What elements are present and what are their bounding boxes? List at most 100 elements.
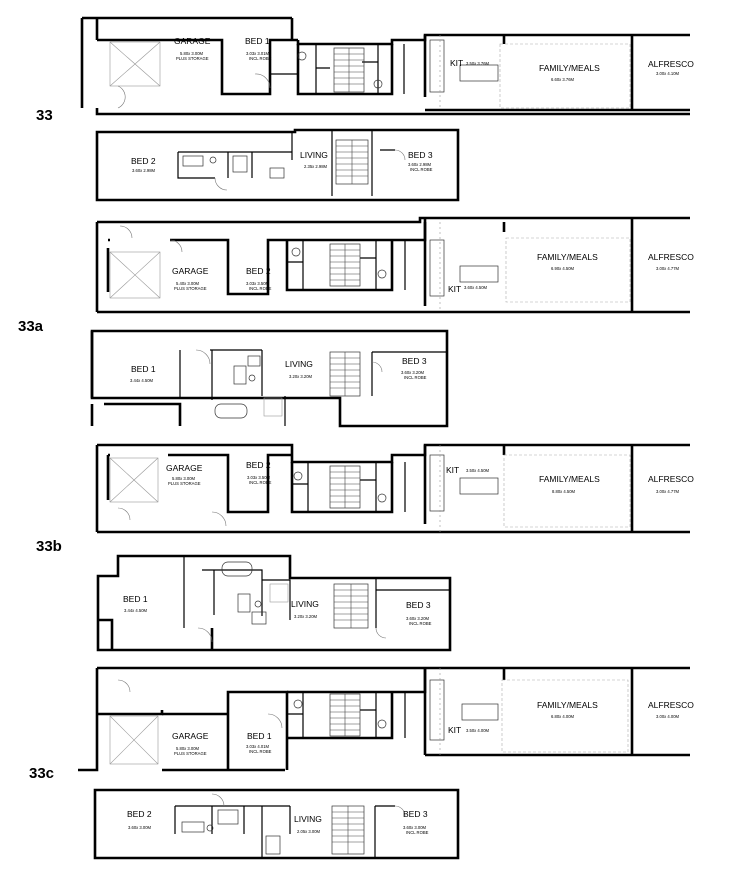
stairs xyxy=(331,805,365,855)
bed-right-dim: 3.60x 3.20M xyxy=(406,616,430,621)
bed-label: BED 2 xyxy=(246,460,271,470)
bed-left-dim: 3.44x 4.50M xyxy=(130,378,154,383)
garage-label: GARAGE xyxy=(174,36,211,46)
plan-33b: 33b GAR xyxy=(36,443,694,652)
ground-floor xyxy=(80,16,690,116)
family-dim: 6.80x 4.00M xyxy=(551,714,575,719)
alfresco-dim: 3.00x 4.77M xyxy=(656,489,680,494)
ground-floor xyxy=(78,666,690,772)
alfresco-dim: 3.00x 4.77M xyxy=(656,266,680,271)
bed-dim: 3.03x 4.01M xyxy=(246,744,270,749)
bed-dim2: INCL ROBE xyxy=(249,749,272,754)
upper-floor xyxy=(96,554,452,652)
upper-floor xyxy=(90,329,449,428)
garage-dim: 5.40x 3.00M xyxy=(176,281,200,286)
bed-dim: 3.03x 3.50M xyxy=(246,281,270,286)
alfresco-dim: 3.00x 4.10M xyxy=(656,71,680,76)
bed-left-label: BED 1 xyxy=(123,594,148,604)
bed-dim: 3.03x 3.50M xyxy=(247,475,271,480)
family-label: FAMILY/MEALS xyxy=(537,252,598,262)
bed-dim2: INCL ROBE xyxy=(249,56,272,61)
bed-right-label: BED 3 xyxy=(402,356,427,366)
bed-right-dim: 3.60x 3.20M xyxy=(401,370,425,375)
bed-left-label: BED 2 xyxy=(127,809,152,819)
bed-right-label: BED 3 xyxy=(403,809,428,819)
kit-label: KIT xyxy=(448,284,461,294)
bed-dim2: INCL ROBE xyxy=(249,286,272,291)
kit-dim: 3.50x 4.00M xyxy=(466,728,490,733)
family-label: FAMILY/MEALS xyxy=(539,474,600,484)
bed-label: BED 1 xyxy=(247,731,272,741)
living-label: LIVING xyxy=(285,359,313,369)
bed-left-label: BED 1 xyxy=(131,364,156,374)
plan-label: 33b xyxy=(36,538,62,555)
plan-33a: 33a GARAGE xyxy=(18,216,694,428)
bed-left-dim: 3.60x 2.98M xyxy=(132,168,156,173)
family-dim: 8.80x 4.50M xyxy=(552,489,576,494)
family-label: FAMILY/MEALS xyxy=(539,63,600,73)
family-label: FAMILY/MEALS xyxy=(537,700,598,710)
bed-dim2: INCL ROBE xyxy=(249,480,272,485)
bed-right-dim2: INCL ROBE xyxy=(409,621,432,626)
bed-right-dim2: INCL ROBE xyxy=(404,375,427,380)
living-dim: 2.35x 2.98M xyxy=(304,164,328,169)
bed-right-label: BED 3 xyxy=(406,600,431,610)
bed-left-label: BED 2 xyxy=(131,156,156,166)
stairs xyxy=(333,47,365,93)
upper-floor xyxy=(95,128,460,202)
kit-dim: 3.60x 4.50M xyxy=(464,285,488,290)
bed-label: BED 2 xyxy=(246,266,271,276)
bed-left-dim: 3.60x 3.00M xyxy=(128,825,152,830)
stairs xyxy=(329,465,361,509)
garage-dim: 5.80x 3.00M xyxy=(176,746,200,751)
living-dim: 2.05x 3.00M xyxy=(297,829,321,834)
living-dim: 3.20x 3.20M xyxy=(289,374,313,379)
living-label: LIVING xyxy=(291,599,319,609)
kit-label: KIT xyxy=(448,725,461,735)
family-dim: 6.60x 3.76M xyxy=(551,77,575,82)
living-label: LIVING xyxy=(300,150,328,160)
living-dim: 3.20x 3.20M xyxy=(294,614,318,619)
garage-label: GARAGE xyxy=(172,266,209,276)
plan-label: 33 xyxy=(36,107,53,124)
garage-label: GARAGE xyxy=(172,731,209,741)
living-label: LIVING xyxy=(294,814,322,824)
bed-right-label: BED 3 xyxy=(408,150,433,160)
upper-floor xyxy=(93,788,460,860)
family-dim: 6.90x 4.50M xyxy=(551,266,575,271)
bed-right-dim2: INCL ROBE xyxy=(406,830,429,835)
bed-right-dim: 3.60x 3.00M xyxy=(403,825,427,830)
ground-floor xyxy=(95,443,690,534)
alfresco-label: ALFRESCO xyxy=(648,474,694,484)
stairs xyxy=(329,243,361,287)
stairs xyxy=(329,351,361,397)
plan-33: 33 xyxy=(36,16,694,202)
alfresco-dim: 3.00x 4.00M xyxy=(656,714,680,719)
alfresco-label: ALFRESCO xyxy=(648,252,694,262)
stairs xyxy=(335,139,369,185)
kit-dim: 3.50x 4.50M xyxy=(466,468,490,473)
ground-floor xyxy=(95,216,690,314)
plan-33c: 33c GARAGE xyxy=(29,666,694,860)
garage-dim: 5.80x 3.00M xyxy=(180,51,204,56)
bed-right-dim2: INCL ROBE xyxy=(410,167,433,172)
garage-dim2: PLUS STORAGE xyxy=(174,286,207,291)
alfresco-label: ALFRESCO xyxy=(648,59,694,69)
plan-label: 33a xyxy=(18,318,44,335)
kit-label: KIT xyxy=(446,465,459,475)
garage-dim: 5.80x 3.00M xyxy=(172,476,196,481)
stairs xyxy=(333,583,369,629)
bed-left-dim: 3.44x 4.50M xyxy=(124,608,148,613)
bed-dim: 3.03x 3.01M xyxy=(246,51,270,56)
garage-dim2: PLUS STORAGE xyxy=(176,56,209,61)
plan-label: 33c xyxy=(29,765,54,782)
stairs xyxy=(329,693,361,737)
garage-dim2: PLUS STORAGE xyxy=(168,481,201,486)
kit-label: KIT xyxy=(450,58,463,68)
garage-dim2: PLUS STORAGE xyxy=(174,751,207,756)
garage-label: GARAGE xyxy=(166,463,203,473)
kit-dim: 3.50x 3.76M xyxy=(466,61,490,66)
alfresco-label: ALFRESCO xyxy=(648,700,694,710)
bed-right-dim: 3.60x 2.98M xyxy=(408,162,432,167)
